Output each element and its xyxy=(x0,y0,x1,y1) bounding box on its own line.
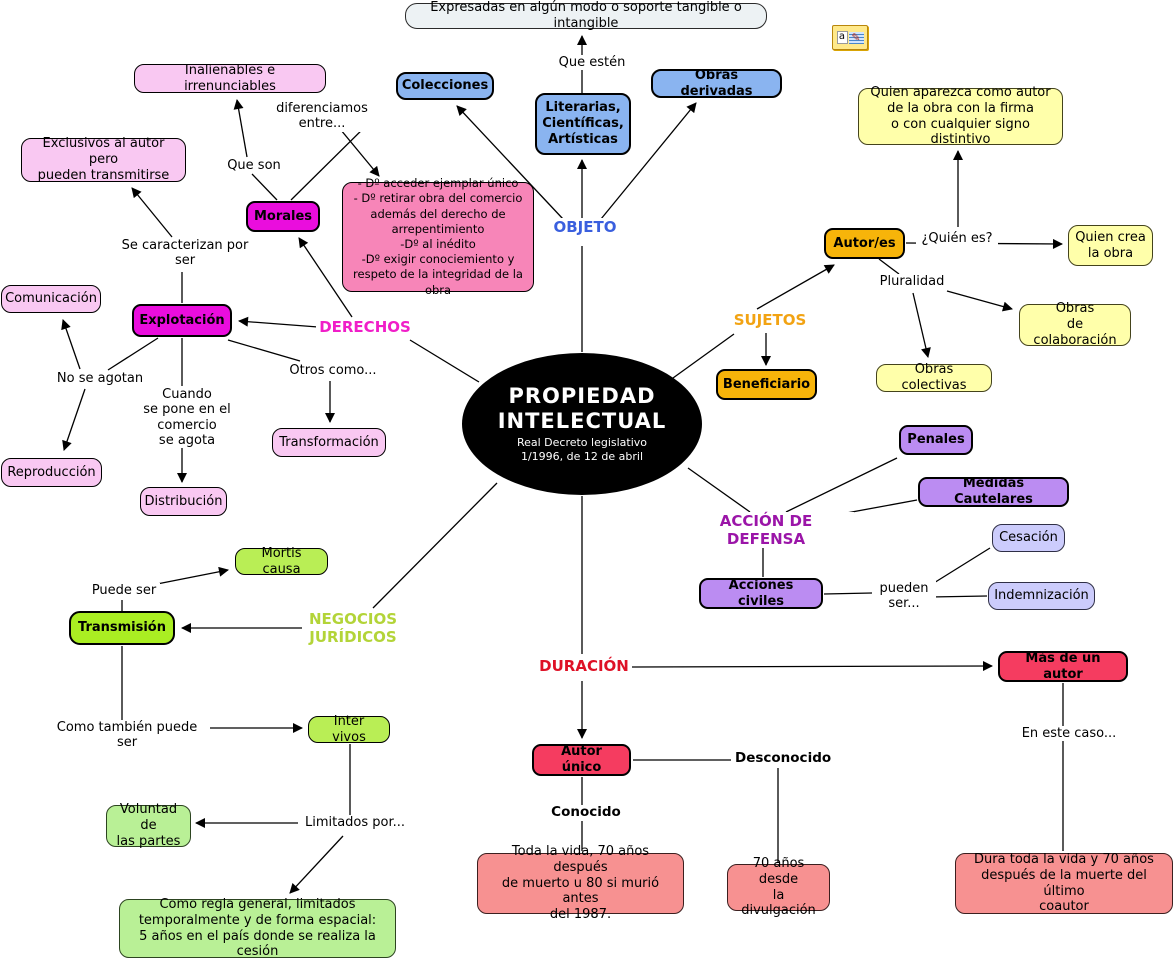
node-derechos-morales-detalle[interactable]: - Dº acceder ejemplar único - Dº retirar… xyxy=(342,176,534,297)
section-negocios-juridicos[interactable]: NEGOCIOS JURÍDICOS xyxy=(302,610,404,646)
node-morales[interactable]: Morales xyxy=(246,201,320,232)
node-quien-aparezca[interactable]: Quien aparezca como autor de la obra con… xyxy=(858,85,1063,147)
node-transformacion[interactable]: Transformación xyxy=(272,428,386,457)
label-quien-es[interactable]: ¿Quién es? xyxy=(916,231,998,247)
node-medidas-cautelares[interactable]: Medidas Cautelares xyxy=(918,476,1069,507)
node-70-anos-divulgacion[interactable]: 70 años desde la divulgación xyxy=(727,856,830,918)
node-penales[interactable]: Penales xyxy=(899,425,973,455)
label-diferenciamos-entre[interactable]: diferenciamos entre... xyxy=(258,101,386,132)
node-transmision[interactable]: Transmisión xyxy=(69,611,175,645)
node-obras-derivadas[interactable]: Obras derivadas xyxy=(651,68,782,99)
label-se-caracterizan[interactable]: Se caracterizan por ser xyxy=(116,238,254,269)
label-pluralidad[interactable]: Pluralidad xyxy=(874,274,950,290)
section-sujetos[interactable]: SUJETOS xyxy=(729,311,811,329)
node-colecciones[interactable]: Colecciones xyxy=(396,72,494,100)
node-como-regla-general[interactable]: Como regla general, limitados temporalme… xyxy=(119,897,396,959)
label-desconocido[interactable]: Desconocido xyxy=(732,750,832,767)
node-comunicacion[interactable]: Comunicación xyxy=(1,285,101,313)
node-inter-vivos[interactable]: Inter vivos xyxy=(308,714,390,745)
label-otros-como[interactable]: Otros como... xyxy=(284,363,382,379)
label-cuando-comercio[interactable]: Cuando se pone en el comercio se agota xyxy=(110,387,264,449)
node-mortis-causa[interactable]: Mortis causa xyxy=(235,546,328,577)
node-quien-crea-la-obra[interactable]: Quien crea la obra xyxy=(1068,225,1153,266)
label-conocido[interactable]: Conocido xyxy=(547,804,625,821)
node-dura-toda-la-vida[interactable]: Dura toda la vida y 70 años después de l… xyxy=(955,852,1173,914)
pencil-icon: ✎ xyxy=(848,31,864,44)
center-node-propiedad-intelectual[interactable]: PROPIEDAD INTELECTUAL Real Decreto legis… xyxy=(462,353,702,495)
section-accion-de-defensa[interactable]: ACCIÓN DE DEFENSA xyxy=(678,512,854,548)
label-que-esten[interactable]: Que estén xyxy=(545,55,639,71)
node-reproduccion[interactable]: Reproducción xyxy=(1,458,102,487)
label-que-son[interactable]: Que son xyxy=(222,158,286,174)
annotation-note-icon[interactable]: a ✎ xyxy=(832,25,868,50)
node-autores[interactable]: Autor/es xyxy=(824,228,905,259)
node-voluntad-de-las-partes[interactable]: Voluntad de las partes xyxy=(106,802,191,849)
node-exclusivos[interactable]: Exclusivos al autor pero pueden transmit… xyxy=(21,136,186,183)
node-inalienables[interactable]: Inalienables e irrenunciables xyxy=(134,63,326,94)
node-toda-la-vida[interactable]: Toda la vida, 70 años después de muerto … xyxy=(477,844,684,922)
section-duracion[interactable]: DURACIÓN xyxy=(536,657,632,675)
node-acciones-civiles[interactable]: Acciones civiles xyxy=(699,578,823,609)
node-cesacion[interactable]: Cesación xyxy=(992,524,1065,552)
node-obras-de-colaboracion[interactable]: Obras de colaboración xyxy=(1019,301,1131,348)
node-beneficiario[interactable]: Beneficiario xyxy=(716,369,817,400)
label-no-se-agotan[interactable]: No se agotan xyxy=(52,371,148,387)
node-distribucion[interactable]: Distribución xyxy=(140,487,227,516)
center-title: PROPIEDAD INTELECTUAL xyxy=(497,384,667,434)
node-literarias-cientificas-artisticas[interactable]: Literarias, Científicas, Artísticas xyxy=(535,93,631,155)
label-puede-ser[interactable]: Puede ser xyxy=(88,583,160,599)
label-limitados-por[interactable]: Limitados por... xyxy=(300,815,410,831)
node-indemnizacion[interactable]: Indemnización xyxy=(988,582,1095,610)
section-objeto[interactable]: OBJETO xyxy=(543,218,627,236)
node-autor-unico[interactable]: Autor único xyxy=(532,744,631,776)
section-derechos[interactable]: DERECHOS xyxy=(316,318,414,336)
label-en-este-caso[interactable]: En este caso... xyxy=(1018,726,1120,742)
center-subtitle: Real Decreto legislativo 1/1996, de 12 d… xyxy=(516,436,648,464)
node-obras-colectivas[interactable]: Obras colectivas xyxy=(876,362,992,393)
label-como-tambien-puede-ser[interactable]: Como también puede ser xyxy=(44,720,210,751)
node-mas-de-un-autor[interactable]: Más de un autor xyxy=(998,651,1128,682)
node-explotacion[interactable]: Explotación xyxy=(132,304,232,337)
annotation-letter: a xyxy=(836,31,848,44)
label-pueden-ser[interactable]: pueden ser... xyxy=(872,581,936,612)
node-expresadas[interactable]: Expresadas en algún modo o soporte tangi… xyxy=(405,0,767,31)
